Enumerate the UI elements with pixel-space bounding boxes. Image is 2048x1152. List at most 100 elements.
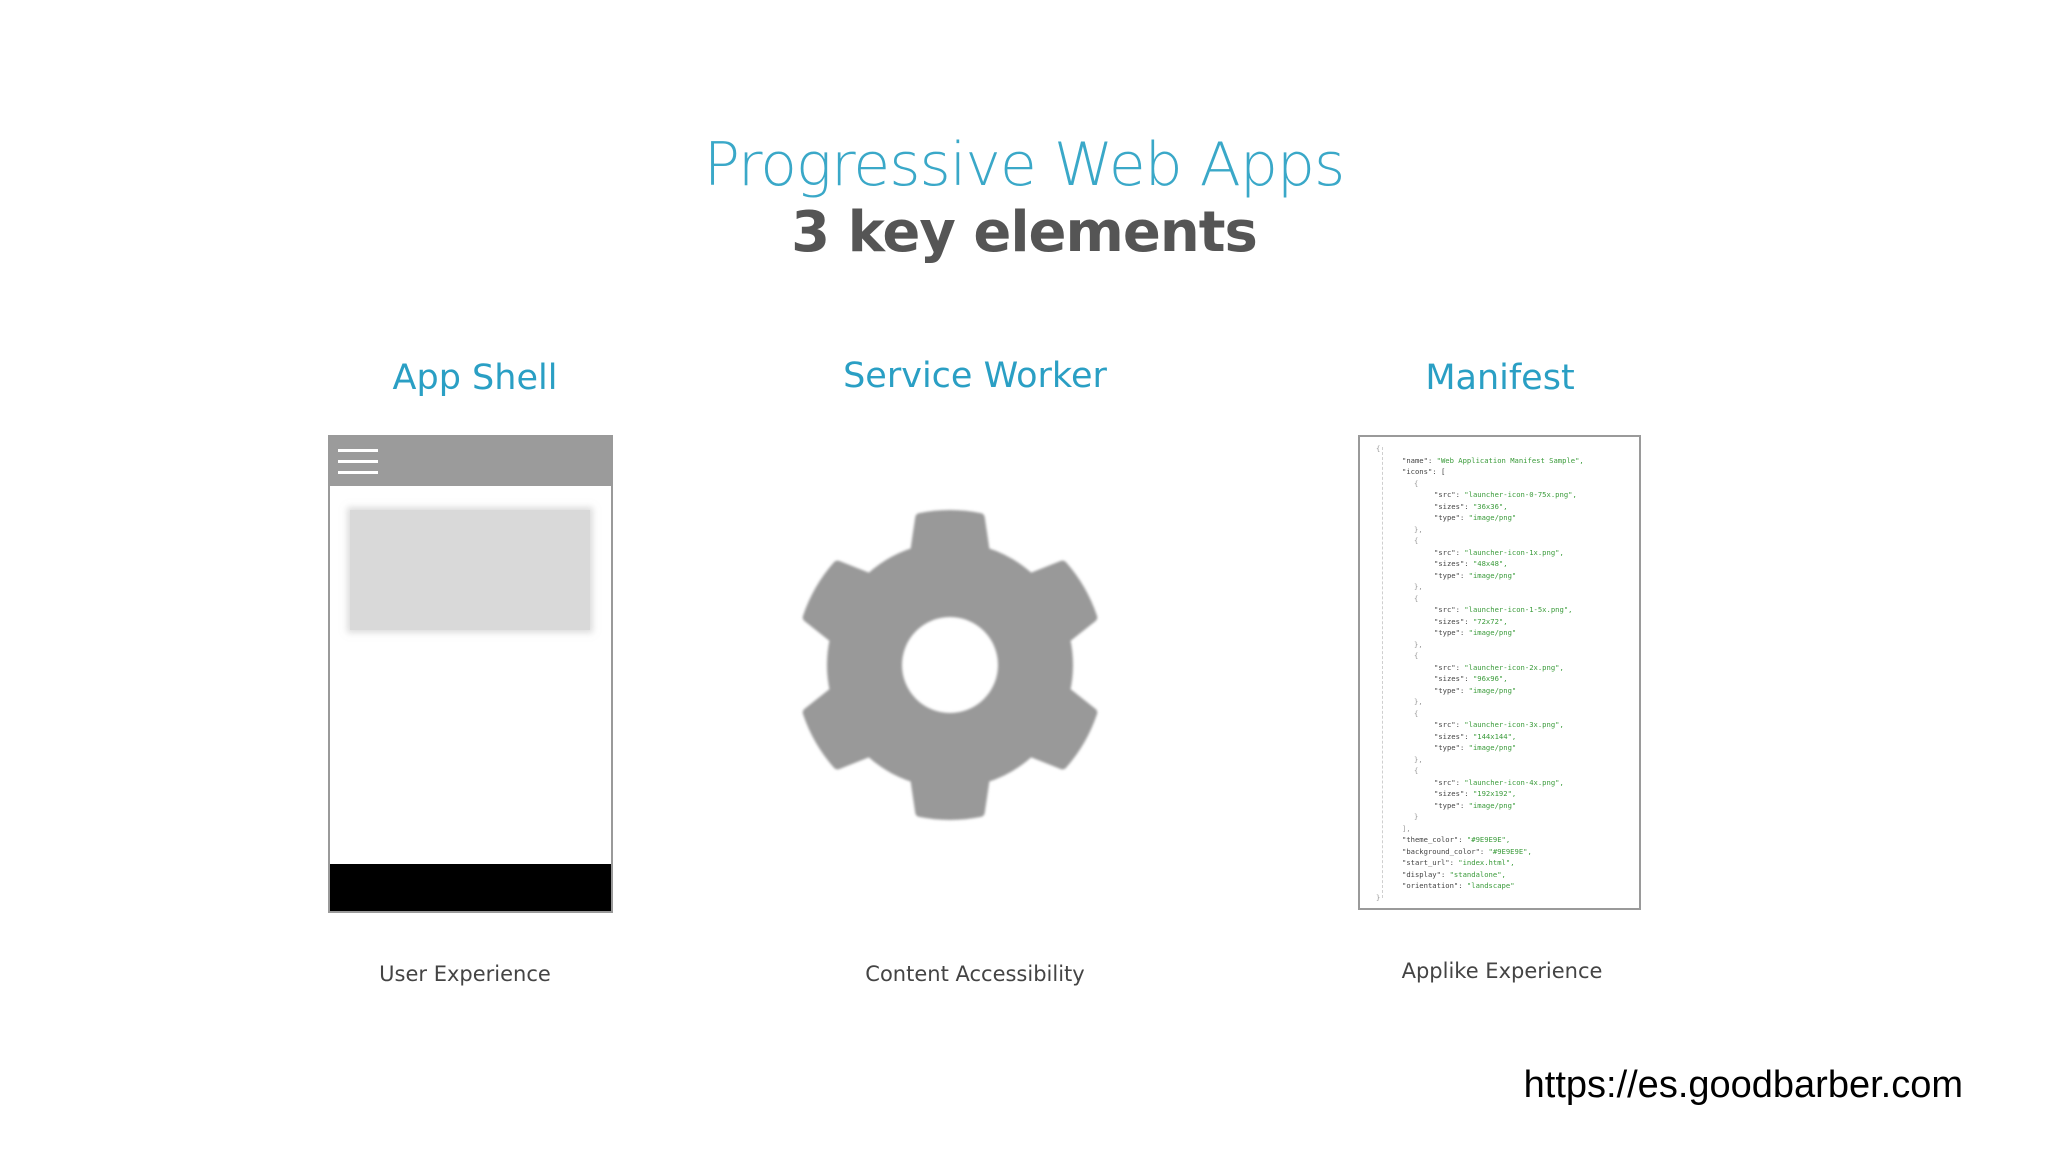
code-line: "start_url": "index.html",: [1368, 857, 1631, 869]
phone-content-placeholder: [350, 510, 590, 630]
code-line: {: [1368, 478, 1631, 490]
code-key: "src":: [1434, 662, 1465, 672]
code-key: "start_url":: [1402, 858, 1459, 867]
code-key: "type":: [1434, 743, 1469, 752]
code-key: "background_color":: [1402, 846, 1489, 856]
code-key: "sizes":: [1434, 616, 1473, 626]
code-key: "theme_color":: [1402, 835, 1467, 844]
code-value: "192x192",: [1472, 789, 1517, 798]
caption-user-experience: User Experience: [379, 962, 551, 986]
code-line: },: [1368, 696, 1631, 708]
code-value: "image/png": [1468, 685, 1517, 695]
code-key: "type":: [1434, 685, 1469, 695]
code-line: "orientation": "landscape": [1368, 880, 1631, 892]
code-line: "src": "launcher-icon-3x.png",: [1368, 719, 1631, 731]
code-line: "src": "launcher-icon-1x.png",: [1368, 547, 1631, 559]
code-line: "type": "image/png": [1368, 627, 1631, 639]
slide-subtitle: 3 key elements: [791, 200, 1258, 265]
code-key: "sizes":: [1434, 674, 1473, 683]
code-punct: {: [1414, 478, 1419, 488]
code-line: },: [1368, 581, 1631, 593]
code-line: },: [1368, 754, 1631, 766]
code-key: "type":: [1434, 570, 1469, 580]
code-key: "sizes":: [1434, 559, 1473, 568]
code-line: {: [1368, 535, 1631, 547]
code-value: "Web Application Manifest Sample",: [1436, 455, 1584, 465]
heading-app-shell: App Shell: [392, 358, 558, 398]
code-key: "icons": [: [1402, 467, 1446, 476]
slide-title: Progressive Web Apps: [703, 130, 1346, 200]
code-line: "sizes": "48x48",: [1368, 558, 1631, 570]
code-line: "sizes": "72x72",: [1368, 616, 1631, 628]
code-key: "src":: [1434, 720, 1465, 729]
code-punct: },: [1414, 582, 1423, 591]
code-value: "96x96",: [1472, 674, 1508, 683]
code-line: "type": "image/png": [1368, 685, 1631, 697]
code-line: "src": "launcher-icon-0-75x.png",: [1368, 489, 1631, 501]
code-line: }: [1368, 892, 1631, 904]
code-punct: }: [1376, 892, 1381, 902]
code-value: "landscape": [1466, 881, 1515, 890]
code-line: {: [1368, 443, 1631, 455]
code-value: "launcher-icon-1-5x.png",: [1464, 605, 1573, 614]
code-line: {: [1368, 765, 1631, 777]
code-line: "icons": [: [1368, 466, 1631, 478]
caption-applike-experience: Applike Experience: [1401, 959, 1603, 983]
code-value: "36x36",: [1472, 501, 1508, 511]
code-line: "src": "launcher-icon-4x.png",: [1368, 777, 1631, 789]
code-line: "src": "launcher-icon-2x.png",: [1368, 662, 1631, 674]
code-key: "src":: [1434, 547, 1465, 557]
code-key: "sizes":: [1434, 789, 1473, 798]
heading-manifest: Manifest: [1425, 358, 1575, 398]
gear-shape: [802, 510, 1098, 820]
code-punct: {: [1376, 444, 1381, 453]
code-value: "standalone",: [1449, 869, 1506, 879]
code-line: "sizes": "96x96",: [1368, 673, 1631, 685]
code-value: "48x48",: [1472, 559, 1508, 568]
code-value: "#9E9E9E",: [1488, 846, 1532, 856]
code-line: "theme_color": "#9E9E9E",: [1368, 834, 1631, 846]
code-punct: {: [1414, 593, 1419, 603]
code-value: "#9E9E9E",: [1466, 835, 1511, 844]
code-value: "144x144",: [1472, 731, 1517, 741]
code-line: }: [1368, 811, 1631, 823]
heading-service-worker: Service Worker: [843, 356, 1107, 396]
code-line: "type": "image/png": [1368, 800, 1631, 812]
code-value: "launcher-icon-1x.png",: [1464, 547, 1564, 557]
code-line: "display": "standalone",: [1368, 869, 1631, 881]
code-punct: },: [1414, 697, 1423, 706]
code-line: "type": "image/png": [1368, 742, 1631, 754]
code-line: },: [1368, 524, 1631, 536]
code-line: "sizes": "192x192",: [1368, 788, 1631, 800]
code-key: "type":: [1434, 800, 1469, 810]
phone-footer-bar: [330, 864, 611, 911]
code-value: "image/png": [1468, 570, 1517, 580]
app-shell-phone: [328, 435, 613, 913]
code-key: "sizes":: [1434, 731, 1473, 741]
code-punct: },: [1414, 639, 1423, 649]
code-value: "index.html",: [1458, 858, 1515, 867]
code-key: "src":: [1434, 777, 1465, 787]
code-punct: },: [1414, 524, 1423, 534]
code-punct: {: [1414, 536, 1419, 545]
code-key: "type":: [1434, 513, 1469, 522]
code-punct: {: [1414, 651, 1419, 660]
caption-content-accessibility: Content Accessibility: [865, 962, 1085, 986]
code-line: {: [1368, 593, 1631, 605]
code-key: "src":: [1434, 605, 1465, 614]
phone-header-bar: [330, 437, 611, 486]
code-line: },: [1368, 639, 1631, 651]
code-punct: },: [1414, 754, 1423, 764]
code-key: "sizes":: [1434, 501, 1473, 511]
manifest-json-preview: {"name": "Web Application Manifest Sampl…: [1358, 435, 1641, 910]
hamburger-menu-icon: [338, 449, 378, 475]
code-line: {: [1368, 650, 1631, 662]
code-line: "sizes": "144x144",: [1368, 731, 1631, 743]
code-line: "background_color": "#9E9E9E",: [1368, 846, 1631, 858]
code-key: "display":: [1402, 869, 1450, 879]
code-value: "launcher-icon-4x.png",: [1464, 777, 1564, 787]
code-value: "72x72",: [1472, 616, 1508, 626]
code-key: "src":: [1434, 490, 1465, 499]
code-value: "image/png": [1468, 800, 1517, 810]
code-line: "src": "launcher-icon-1-5x.png",: [1368, 604, 1631, 616]
